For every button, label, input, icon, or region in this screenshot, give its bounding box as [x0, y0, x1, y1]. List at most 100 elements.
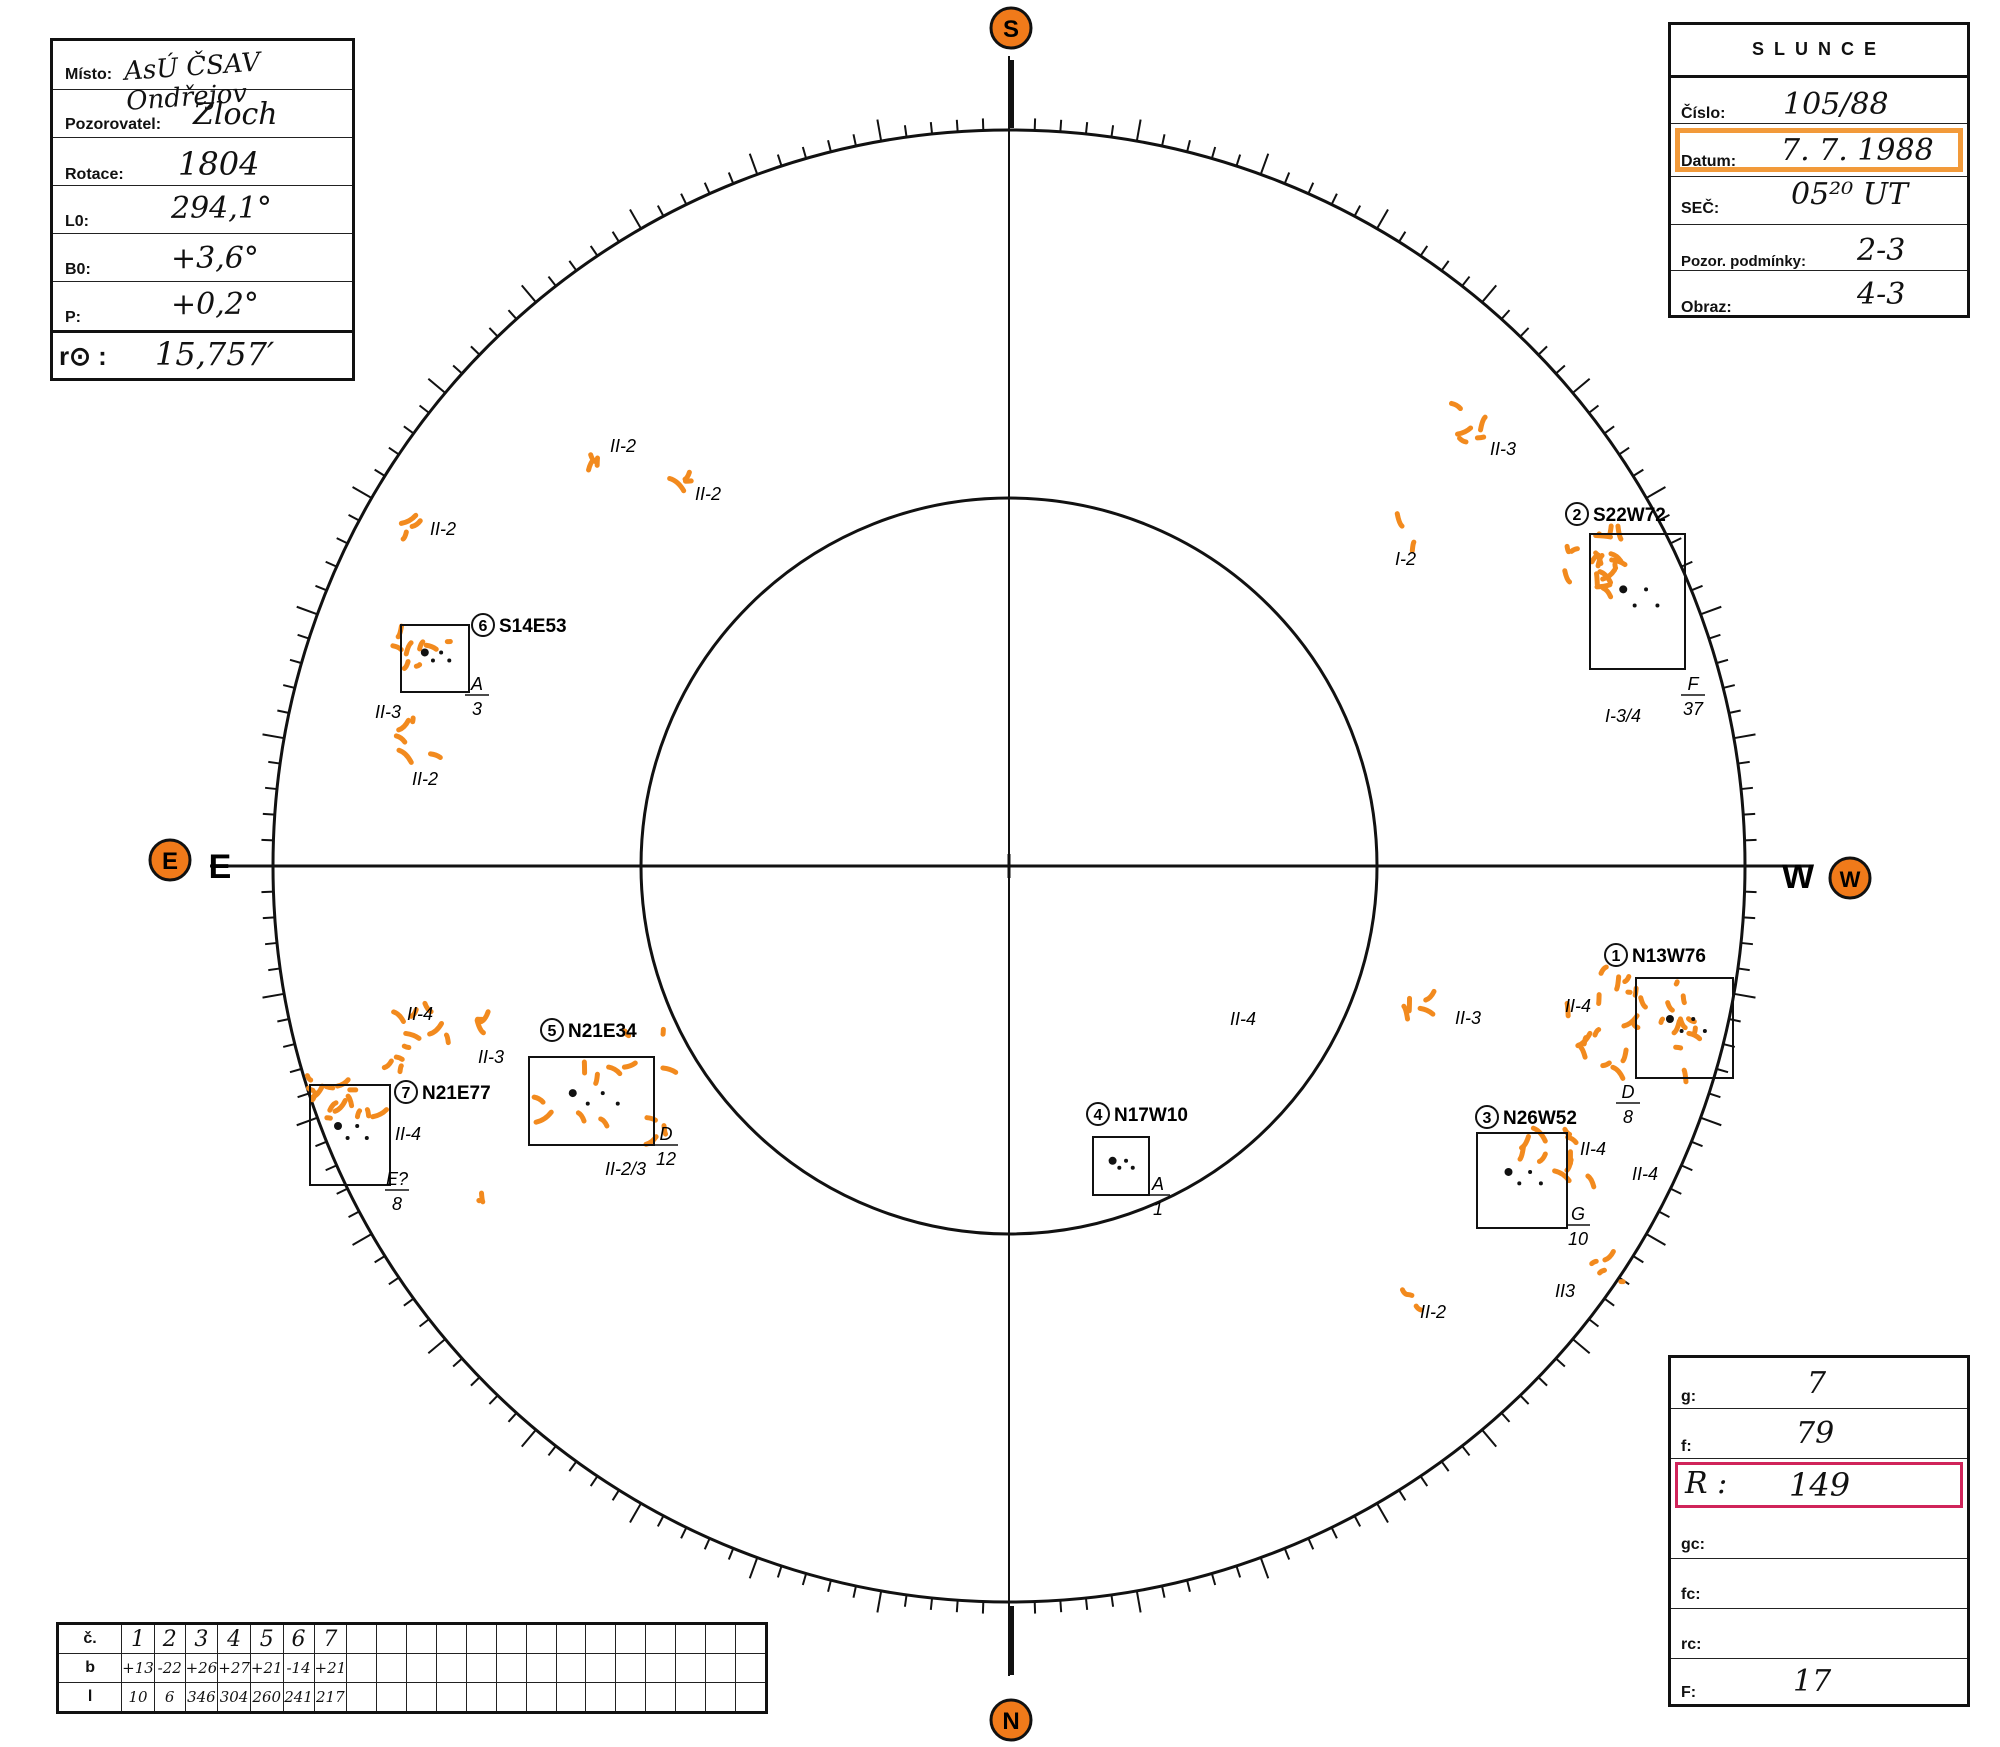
limb-tick: [1135, 1590, 1142, 1613]
l0-label: L0:: [65, 213, 89, 230]
facula-mark: [443, 1032, 451, 1046]
group-class: G: [1571, 1204, 1585, 1224]
limb-tick: [629, 1502, 642, 1523]
limb-tick: [470, 345, 481, 356]
limb-tick: [1259, 153, 1270, 175]
facula-mark: [1564, 1000, 1571, 1019]
sunspot-dot: [1528, 1169, 1533, 1174]
table-cell: [585, 1623, 617, 1654]
limb-tick: [1376, 209, 1389, 230]
l0-value: 294,1°: [171, 191, 272, 226]
table-cell: 217: [313, 1682, 348, 1713]
limb-tick: [1307, 182, 1315, 195]
facula-mark: [1598, 964, 1609, 976]
limb-tick: [264, 941, 278, 946]
table-cell: [465, 1653, 497, 1683]
group-number: 5: [548, 1023, 557, 1040]
table-cell: [346, 1653, 378, 1683]
group-number-circle: [394, 1080, 418, 1104]
table-cell: [585, 1653, 617, 1683]
sunspot-dot: [1517, 1181, 1522, 1186]
facula-mark: [1401, 1003, 1411, 1022]
table-cell: 3: [184, 1623, 219, 1654]
limb-tick: [776, 154, 783, 167]
facula-mark: [1600, 585, 1614, 600]
limb-tick: [452, 1357, 463, 1368]
group-number: 6: [479, 618, 488, 635]
east-letter: E: [209, 848, 232, 886]
sunspot-dot: [1665, 1015, 1674, 1023]
table-cell: [405, 1653, 437, 1683]
f-label: f:: [1681, 1438, 1692, 1455]
facula-label: I-2: [1395, 549, 1416, 569]
table-cell: [645, 1682, 677, 1713]
p-value: +0,2°: [171, 287, 259, 322]
limb-tick: [1283, 172, 1291, 184]
facula-mark: [403, 640, 414, 657]
group-spots: 10: [1568, 1229, 1588, 1249]
table-cell: 1: [121, 1623, 155, 1654]
limb-tick: [1461, 1445, 1471, 1457]
limb-tick: [282, 684, 296, 689]
facula-mark: [393, 1054, 405, 1062]
facula-label: II-4: [1580, 1139, 1606, 1159]
group-box: [1092, 1136, 1150, 1196]
sunspot-dot: [1644, 587, 1649, 592]
limb-tick: [348, 513, 360, 522]
table-cell: [465, 1623, 497, 1654]
facula-mark: [1638, 995, 1648, 1010]
limb-tick: [348, 1210, 360, 1219]
g-value: 7: [1807, 1366, 1827, 1401]
limb-tick: [1658, 513, 1670, 522]
table-cell: +21: [313, 1653, 348, 1683]
limb-tick: [325, 560, 338, 568]
facula-mark: [1615, 523, 1624, 542]
table-cell: [346, 1682, 378, 1713]
table-cell: [465, 1682, 497, 1713]
table-cell: +13: [121, 1653, 155, 1683]
podminky-label: Pozor. podmínky:: [1681, 253, 1807, 270]
facula-mark: [1568, 546, 1580, 554]
group-number: 4: [1094, 1107, 1103, 1124]
group-coords: N21E34: [568, 1021, 637, 1042]
limb-tick: [727, 172, 735, 184]
limb-tick: [1658, 1210, 1670, 1219]
group-number-circle: [540, 1018, 564, 1042]
table-cell: [675, 1682, 707, 1713]
sec-value: 05²⁰ UT: [1791, 177, 1909, 212]
limb-tick: [352, 486, 373, 499]
facula-mark: [621, 1060, 638, 1070]
limb-tick: [418, 1318, 430, 1328]
limb-tick: [656, 205, 665, 217]
obraz-label: Obraz:: [1681, 299, 1732, 316]
limb-tick: [374, 468, 386, 477]
facula-mark: [667, 475, 687, 494]
facula-mark: [1692, 1025, 1698, 1035]
sunspot-dot: [420, 648, 429, 657]
limb-tick: [427, 1338, 446, 1354]
table-cell: [734, 1623, 768, 1654]
fc-label: fc:: [1681, 1586, 1701, 1603]
rotace-value: 1804: [178, 145, 260, 183]
datum-label: Datum:: [1681, 153, 1737, 170]
facula-mark: [398, 512, 419, 526]
facula-mark: [1457, 435, 1469, 445]
b0-value: +3,6°: [171, 241, 259, 276]
table-cell: 4: [217, 1623, 251, 1654]
facula-mark: [345, 1093, 355, 1109]
limb-tick: [1700, 605, 1722, 616]
group-box: [400, 624, 470, 693]
group-coords: S22W72: [1593, 505, 1666, 526]
limb-tick: [336, 537, 348, 545]
limb-tick: [1353, 1515, 1362, 1527]
limb-tick: [1500, 309, 1511, 320]
sunspot-dot: [430, 658, 435, 663]
limb-tick: [427, 378, 446, 394]
sunspot-dot: [345, 1136, 350, 1140]
limb-tick: [1307, 1537, 1315, 1550]
facula-mark: [409, 518, 423, 529]
limb-tick: [1728, 1018, 1741, 1023]
limb-tick: [1186, 1579, 1191, 1593]
table-cell: [615, 1623, 647, 1654]
